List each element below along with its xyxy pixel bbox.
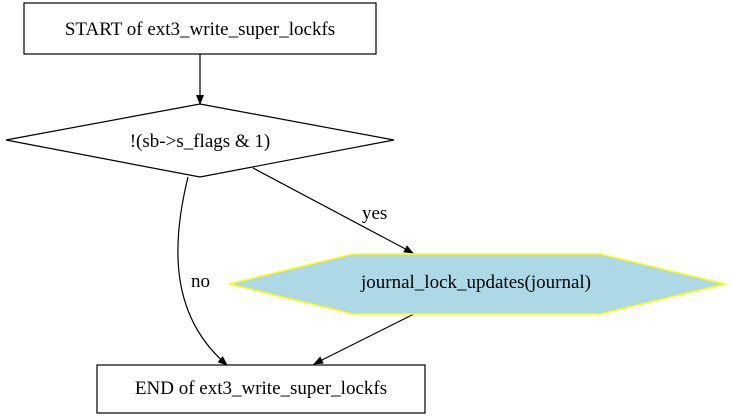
action-node [228, 253, 726, 315]
start-node [23, 2, 377, 55]
edge-decision-to-end [177, 176, 228, 366]
decision-node-label: !(sb->s_flags & 1) [130, 131, 271, 152]
edge-decision-to-action [252, 167, 414, 254]
end-node [96, 364, 426, 414]
action-node-label: journal_lock_updates(journal) [360, 272, 591, 293]
edge-label-yes: yes [362, 203, 387, 224]
start-node-label: START of ext3_write_super_lockfs [65, 19, 335, 40]
end-node-label: END of ext3_write_super_lockfs [135, 378, 387, 399]
edge-label-no: no [191, 271, 210, 292]
decision-node [5, 103, 395, 178]
edge-action-to-end [313, 313, 415, 365]
